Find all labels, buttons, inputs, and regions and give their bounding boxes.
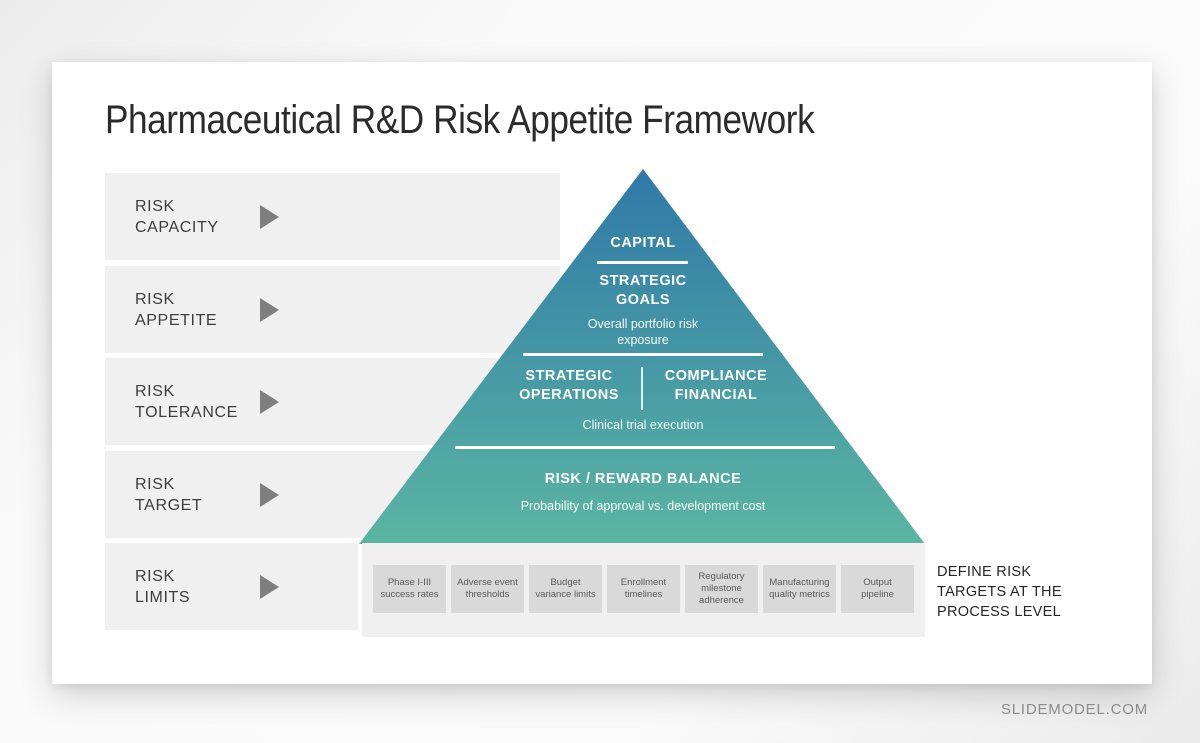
process-box-line: Output — [863, 577, 892, 588]
risk-level-label: RISK — [135, 290, 175, 308]
process-box-line: adherence — [699, 595, 744, 606]
tier-risk-reward-title: RISK / REWARD BALANCE — [544, 471, 742, 487]
risk-level-label: RISK — [135, 475, 175, 493]
tier-column-divider — [641, 367, 643, 410]
process-box-line: success rates — [380, 589, 439, 600]
slide-card: Pharmaceutical R&D Risk Appetite Framewo… — [52, 62, 1152, 684]
risk-level-bar-limits: RISK LIMITS — [105, 543, 358, 630]
note-line: DEFINE RISK — [937, 564, 1032, 580]
tier-risk-reward-subtitle: Probability of approval vs. development … — [520, 499, 766, 513]
risk-level-label: RISK — [135, 382, 175, 400]
risk-level-bar-capacity: RISK CAPACITY — [105, 173, 560, 260]
process-box-line: Phase I-III — [387, 577, 432, 588]
risk-level-label: CAPACITY — [135, 218, 219, 236]
process-box-line: quality metrics — [769, 589, 830, 600]
tier-title-line: STRATEGIC — [599, 273, 687, 289]
process-box-line: Enrollment — [620, 577, 667, 588]
tier-title-line: FINANCIAL — [674, 387, 758, 403]
right-arrow-icon — [260, 297, 279, 322]
process-metrics-tray: Phase I-III success rates Adverse event … — [362, 543, 925, 637]
note-line: PROCESS LEVEL — [937, 604, 1061, 620]
risk-level-label: RISK — [135, 197, 175, 215]
note-line: TARGETS AT THE — [937, 584, 1062, 600]
tier-divider — [455, 446, 835, 449]
process-box-line: Manufacturing — [769, 577, 830, 588]
process-box-line: thresholds — [465, 589, 510, 600]
process-box-output-pipeline: Output pipeline — [841, 565, 914, 613]
risk-level-label: TOLERANCE — [135, 403, 238, 421]
right-arrow-icon — [260, 204, 279, 229]
process-box-line: milestone — [701, 583, 742, 594]
risk-level-label: LIMITS — [135, 588, 191, 606]
process-box-enrollment: Enrollment timelines — [607, 565, 680, 613]
right-arrow-icon — [260, 574, 279, 599]
process-box-manufacturing: Manufacturing quality metrics — [763, 565, 836, 613]
tier-divider — [597, 261, 688, 264]
risk-level-label: APPETITE — [135, 311, 218, 329]
slidemodel-watermark: SLIDEMODEL.COM — [1000, 701, 1148, 718]
right-arrow-icon — [260, 389, 279, 414]
tier-operations-subtitle: Clinical trial execution — [582, 418, 704, 432]
tier-capital-title: CAPITAL — [610, 235, 676, 251]
define-risk-note: DEFINE RISK TARGETS AT THE PROCESS LEVEL — [937, 562, 1062, 622]
tier-title-line: OPERATIONS — [519, 387, 619, 403]
process-box-line: pipeline — [861, 589, 894, 600]
risk-level-bar-appetite: RISK APPETITE — [105, 266, 560, 353]
pyramid-shape — [359, 169, 925, 544]
tier-subtitle-line: exposure — [617, 332, 669, 347]
page-title: Pharmaceutical R&D Risk Appetite Framewo… — [105, 98, 815, 142]
process-box-adverse-event: Adverse event thresholds — [451, 565, 524, 613]
tier-title-line: GOALS — [615, 292, 671, 308]
process-box-line: timelines — [624, 589, 663, 600]
process-box-line: variance limits — [535, 589, 596, 600]
tier-title-line: STRATEGIC — [525, 368, 613, 384]
right-arrow-icon — [260, 482, 279, 507]
risk-pyramid — [359, 169, 925, 544]
tier-divider — [523, 353, 763, 356]
process-box-budget-variance: Budget variance limits — [529, 565, 602, 613]
tier-strategic-goals-title: STRATEGIC GOALS — [599, 272, 686, 310]
tier-operations-right: COMPLIANCE FINANCIAL — [665, 367, 767, 405]
tier-operations-left: STRATEGIC OPERATIONS — [519, 367, 619, 405]
process-box-line: Budget — [550, 577, 581, 588]
tier-subtitle-line: Overall portfolio risk — [587, 317, 699, 331]
process-box-phase-success: Phase I-III success rates — [373, 565, 446, 613]
tier-strategic-goals-subtitle: Overall portfolio risk exposure — [588, 317, 698, 348]
risk-level-label: RISK — [135, 567, 175, 585]
tier-title-line: COMPLIANCE — [664, 368, 768, 384]
process-box-regulatory: Regulatory milestone adherence — [685, 565, 758, 613]
risk-level-label: TARGET — [135, 496, 203, 514]
process-box-line: Regulatory — [698, 571, 745, 582]
process-box-line: Adverse event — [457, 577, 518, 588]
